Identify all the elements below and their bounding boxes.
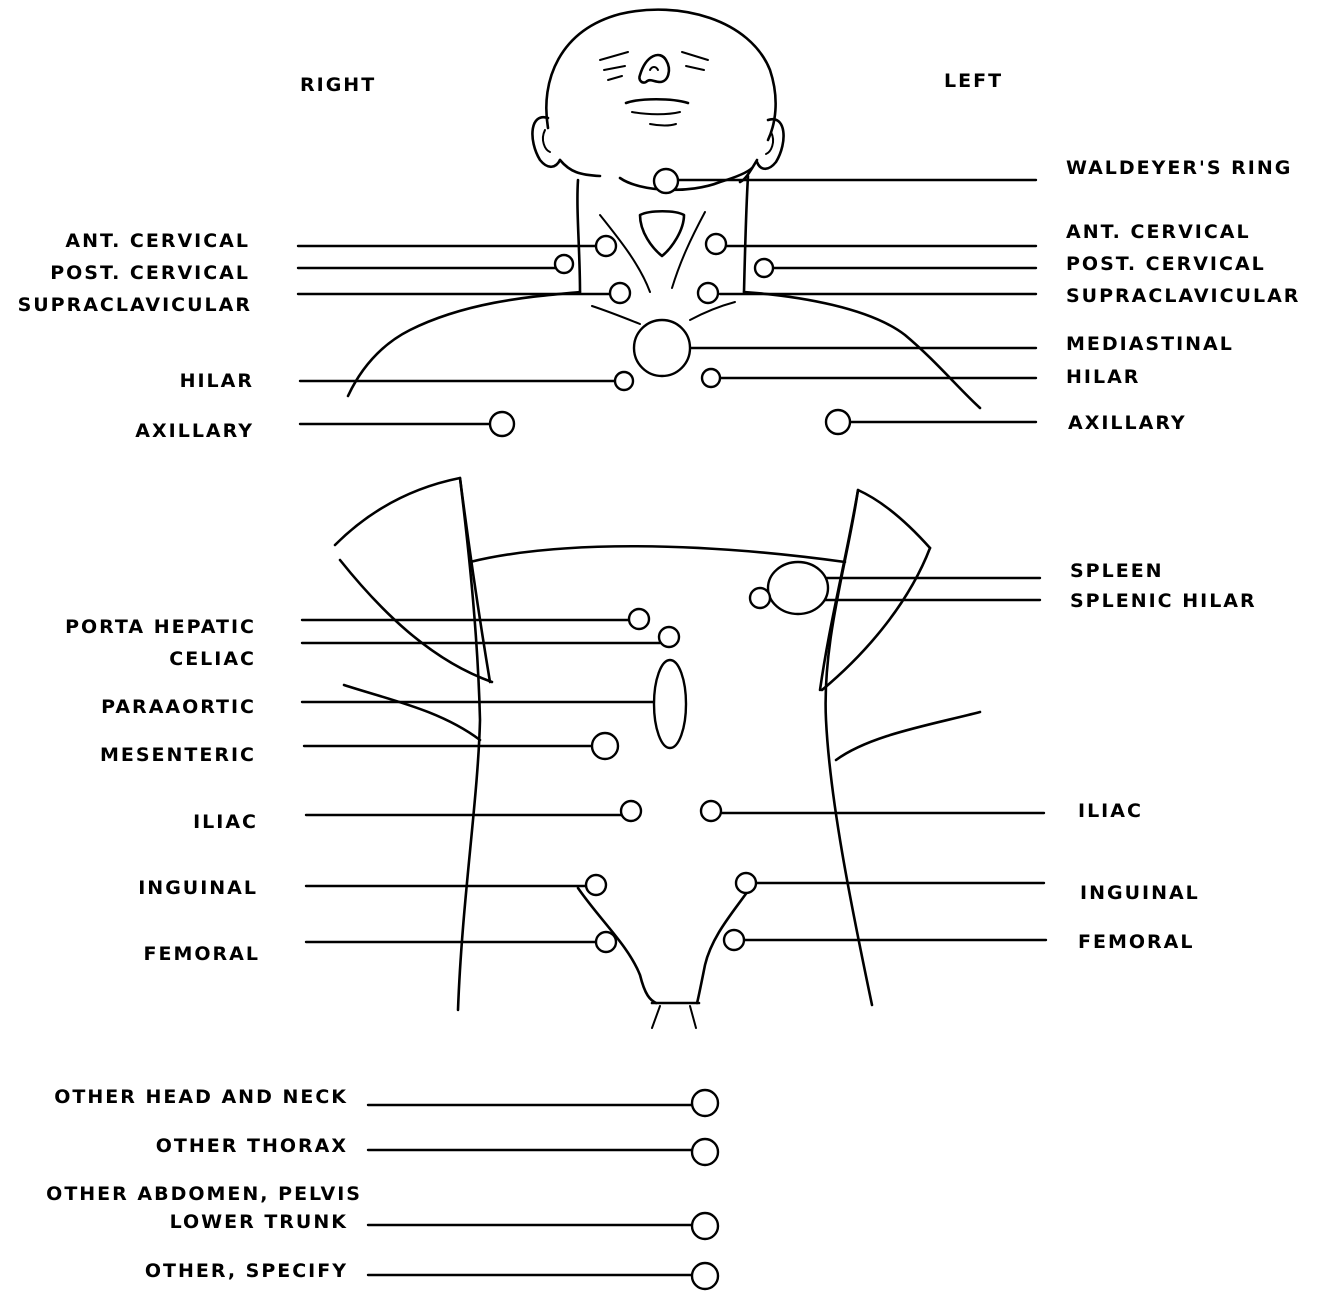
node-spleen[interactable]	[768, 562, 828, 614]
label-r-inguinal: INGUINAL	[138, 877, 258, 899]
node-celiac[interactable]	[659, 627, 679, 647]
label-l-femoral: FEMORAL	[1078, 931, 1194, 953]
node-r-ant-cervical[interactable]	[596, 236, 616, 256]
node-l-inguinal[interactable]	[736, 873, 756, 893]
node-r-femoral[interactable]	[596, 932, 616, 952]
node-mesenteric[interactable]	[592, 733, 618, 759]
label-l-axillary: AXILLARY	[1068, 412, 1187, 434]
label-splenic-hilar: SPLENIC HILAR	[1070, 590, 1257, 612]
header-right: RIGHT	[300, 74, 376, 96]
label-l-ant-cervical: ANT. CERVICAL	[1066, 221, 1251, 243]
node-l-iliac[interactable]	[701, 801, 721, 821]
label-r-supraclavicular: SUPRACLAVICULAR	[18, 294, 252, 316]
node-markers[interactable]	[490, 169, 850, 1289]
node-l-femoral[interactable]	[724, 930, 744, 950]
node-r-iliac[interactable]	[621, 801, 641, 821]
node-l-supraclavicular[interactable]	[698, 283, 718, 303]
label-r-axillary: AXILLARY	[135, 420, 254, 442]
label-r-post-cervical: POST. CERVICAL	[50, 262, 250, 284]
header-left: LEFT	[944, 70, 1003, 92]
torso-figure	[335, 478, 980, 1028]
node-l-post-cervical[interactable]	[755, 259, 773, 277]
node-l-hilar[interactable]	[702, 369, 720, 387]
label-other-head-neck: OTHER HEAD AND NECK	[54, 1086, 348, 1108]
node-other-head-neck[interactable]	[692, 1090, 718, 1116]
label-waldeyers-ring: WALDEYER'S RING	[1066, 157, 1292, 179]
node-r-post-cervical[interactable]	[555, 255, 573, 273]
node-splenic-hilar[interactable]	[750, 588, 770, 608]
label-r-femoral: FEMORAL	[144, 943, 260, 965]
label-l-supraclavicular: SUPRACLAVICULAR	[1066, 285, 1300, 307]
label-r-iliac: ILIAC	[193, 811, 258, 833]
label-l-inguinal: INGUINAL	[1080, 882, 1200, 904]
label-r-hilar: HILAR	[180, 370, 254, 392]
label-l-iliac: ILIAC	[1078, 800, 1143, 822]
label-other-abdomen-2: LOWER TRUNK	[170, 1211, 348, 1233]
node-other-thorax[interactable]	[692, 1139, 718, 1165]
node-l-axillary[interactable]	[826, 410, 850, 434]
node-other-abdomen[interactable]	[692, 1213, 718, 1239]
node-r-axillary[interactable]	[490, 412, 514, 436]
label-l-post-cervical: POST. CERVICAL	[1066, 253, 1266, 275]
label-mesenteric: MESENTERIC	[100, 744, 256, 766]
label-spleen: SPLEEN	[1070, 560, 1164, 582]
label-l-mediastinal: MEDIASTINAL	[1066, 333, 1234, 355]
label-celiac: CELIAC	[169, 648, 256, 670]
node-porta-hepatic[interactable]	[629, 609, 649, 629]
label-other-thorax: OTHER THORAX	[156, 1135, 348, 1157]
label-other-abdomen-1: OTHER ABDOMEN, PELVIS	[46, 1183, 362, 1205]
label-other-specify: OTHER, SPECIFY	[145, 1260, 348, 1282]
node-l-ant-cervical[interactable]	[706, 234, 726, 254]
node-r-supraclavicular[interactable]	[610, 283, 630, 303]
node-r-inguinal[interactable]	[586, 875, 606, 895]
label-r-ant-cervical: ANT. CERVICAL	[65, 230, 250, 252]
node-waldeyers-ring[interactable]	[654, 169, 678, 193]
node-mediastinal[interactable]	[634, 320, 690, 376]
label-paraaortic: PARAAORTIC	[101, 696, 256, 718]
label-porta-hepatic: PORTA HEPATIC	[65, 616, 256, 638]
node-paraaortic[interactable]	[654, 660, 686, 748]
label-l-hilar: HILAR	[1066, 366, 1140, 388]
node-other-specify[interactable]	[692, 1263, 718, 1289]
node-r-hilar[interactable]	[615, 372, 633, 390]
